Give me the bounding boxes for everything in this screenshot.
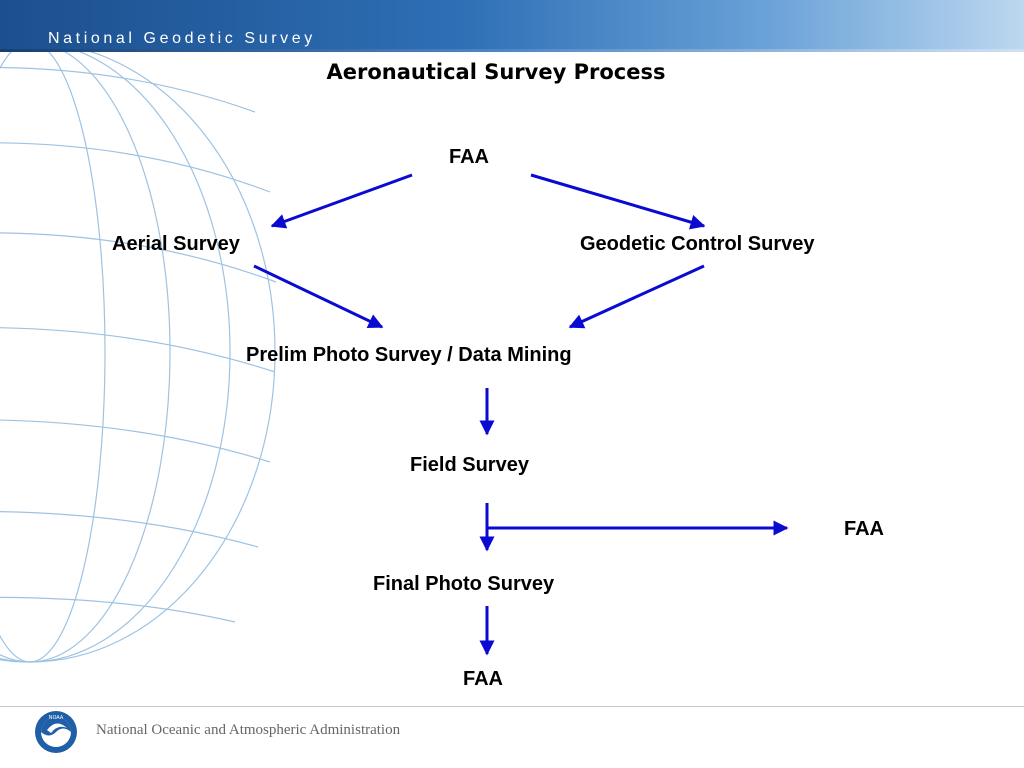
arrow-faa-to-aerial [270,173,413,229]
arrow-faa-to-geodetic [530,173,706,230]
noaa-logo: NOAA [35,711,77,753]
node-geodetic-control-survey: Geodetic Control Survey [580,233,815,255]
node-faa-bottom: FAA [463,668,503,690]
footer-divider [0,706,1024,707]
node-final-photo-survey: Final Photo Survey [373,573,555,595]
arrow-geodetic-to-prelim [568,264,705,329]
node-prelim-photo-survey: Prelim Photo Survey / Data Mining [246,344,572,366]
node-faa-right: FAA [844,518,884,540]
node-aerial-survey: Aerial Survey [112,233,240,255]
node-field-survey: Field Survey [410,454,529,476]
arrow-aerial-to-prelim [253,264,384,329]
header-band [0,0,1024,52]
footer-organization-name: National Oceanic and Atmospheric Adminis… [96,722,401,738]
svg-text:NOAA: NOAA [49,715,64,721]
slide-title: Aeronautical Survey Process [326,60,666,84]
header-title: National Geodetic Survey [48,30,316,47]
node-faa-top: FAA [449,146,489,168]
globe-background-graphic [0,52,277,663]
